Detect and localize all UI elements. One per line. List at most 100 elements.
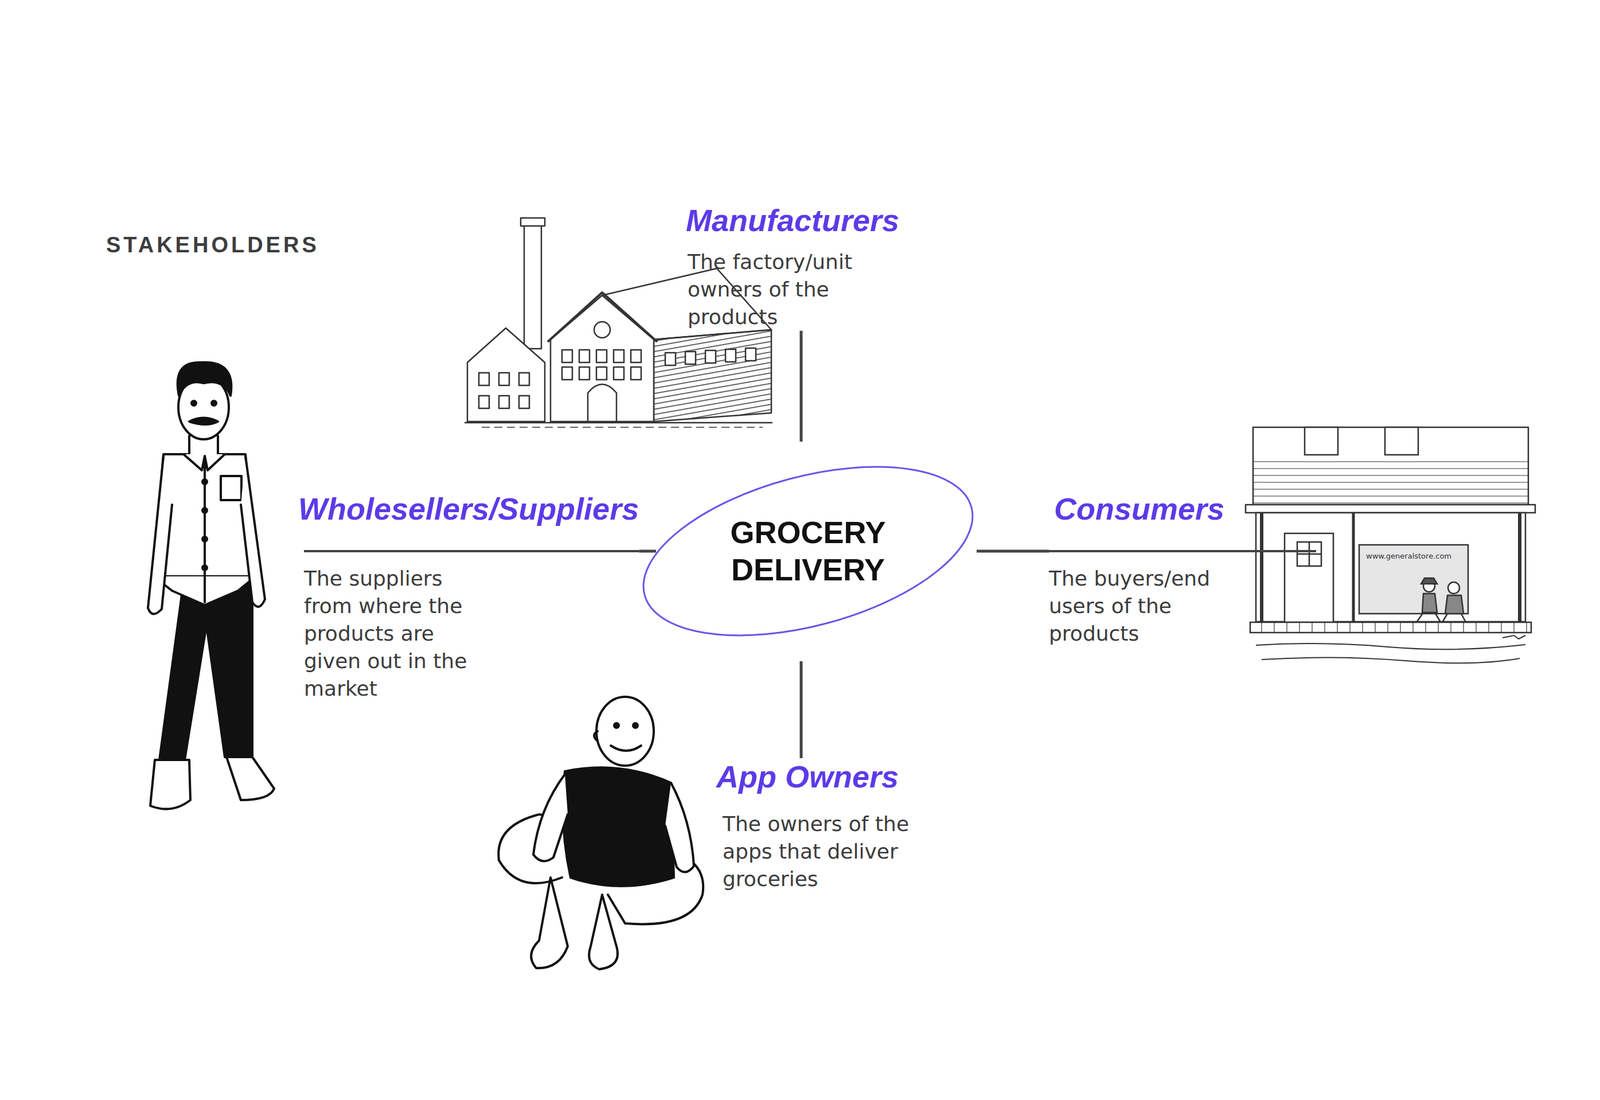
wholeseller-figure-part [220, 475, 242, 501]
seated-figures-part [1422, 593, 1438, 613]
porch-board [1298, 622, 1300, 633]
factory-window [478, 372, 490, 386]
wholeseller-figure-part [203, 458, 206, 603]
porch-board [1513, 622, 1514, 633]
store-drawing-part [1297, 553, 1322, 556]
porch-board [1475, 622, 1477, 633]
stakeholder-connector [800, 330, 803, 442]
porch-board [1412, 622, 1414, 633]
factory-window [613, 367, 624, 380]
wholeseller-figure-part [183, 454, 225, 471]
app-owner-figure-part [594, 731, 598, 741]
porch-board [1362, 622, 1363, 633]
seated-figures-part [1434, 612, 1441, 623]
seated-figures-part [1421, 578, 1438, 584]
wholeseller-figure-part [226, 756, 275, 800]
store-drawing-part [1253, 427, 1529, 505]
app-owner-figure [498, 696, 704, 970]
app-owner-figure-part [633, 723, 638, 728]
porch-board [1387, 622, 1388, 633]
factory-window [518, 372, 530, 386]
porch-board [1349, 622, 1350, 633]
center-ellipse: GROCERY DELIVERY [656, 441, 977, 662]
store-drawing-part [1259, 512, 1264, 626]
wholeseller-figure-part [202, 479, 208, 485]
stakeholder-description: The buyers/end users of the products [1048, 564, 1227, 648]
factory-window [685, 351, 696, 365]
stakeholder-heading: App Owners [716, 758, 912, 796]
store-drawing-part [1255, 643, 1526, 650]
store-drawing-part [1352, 512, 1356, 626]
store-drawing-part [1384, 427, 1419, 455]
wholeseller-figure-part [202, 536, 208, 542]
factory-window [630, 367, 642, 380]
factory-window [705, 350, 716, 364]
stakeholder-connector [800, 661, 803, 759]
factory-window [725, 349, 736, 362]
porch-board [1324, 622, 1325, 633]
store-drawing-part [1261, 657, 1520, 663]
wholeseller-figure-part [189, 435, 218, 456]
store-drawing-part [1245, 504, 1536, 513]
factory-drawing-part [550, 295, 654, 422]
stakeholder-connector [976, 549, 1049, 553]
factory-window [613, 349, 624, 363]
app-owner-figure-part [596, 696, 654, 766]
factory-drawing-part [520, 217, 545, 226]
store-drawing-part [1308, 541, 1311, 567]
siding-line [1253, 502, 1529, 503]
store-drawing-part [1250, 622, 1532, 633]
porch-board [1500, 622, 1502, 633]
factory-drawing-part [478, 348, 756, 409]
factory-window [478, 395, 490, 409]
siding-line [1253, 488, 1529, 490]
porch-board [1286, 622, 1287, 633]
connector-rule [303, 549, 639, 553]
porch-board [1261, 622, 1262, 633]
factory-drawing-part [524, 222, 542, 349]
porch-board [1462, 622, 1464, 633]
wholeseller-figure-part [202, 508, 208, 513]
ellipse-outline [625, 435, 991, 667]
wholeseller-figure [147, 362, 275, 810]
app-owner-figure-part [665, 782, 694, 873]
consumer-group: ConsumersThe buyers/end users of the pro… [1048, 490, 1317, 648]
seated-figures-part [1445, 595, 1464, 614]
seated-figures [1416, 578, 1466, 623]
factory-drawing-part [547, 292, 658, 342]
wholeseller-figure-part [202, 565, 208, 571]
stakeholder-description: The factory/unit owners of the products [687, 248, 872, 331]
porch-board [1488, 622, 1489, 633]
store-drawing-part [1284, 533, 1334, 623]
seated-figures-part [1461, 613, 1466, 623]
wholeseller-figure-part [189, 418, 218, 425]
app-owner-figure-part [498, 814, 574, 884]
wholeseller-figure-part [153, 576, 256, 606]
center-title: GROCERY DELIVERY [710, 513, 906, 589]
stakeholder-connector [638, 549, 657, 553]
siding-line [1253, 461, 1529, 462]
factory-window [498, 372, 510, 386]
factory-window [596, 349, 607, 363]
stakeholder-heading: Wholesellers/Suppliers [298, 490, 639, 528]
seated-figures-part [1416, 612, 1424, 623]
store-sign: www.generalstore.com [1366, 551, 1452, 561]
factory-drawing-part [587, 384, 617, 422]
app-owner-figure-part [563, 767, 674, 887]
siding-line [1253, 481, 1529, 483]
factory-window [630, 349, 642, 363]
siding-line [1253, 495, 1529, 497]
app-owner-group: App OwnersThe owners of the apps that de… [716, 758, 912, 893]
wholeseller-figure-part [178, 375, 229, 440]
factory-drawing-part [481, 426, 763, 428]
factory-drawing-part [653, 329, 772, 422]
store-drawing-part [1261, 622, 1527, 633]
porch-board [1336, 622, 1338, 633]
porch-board [1450, 622, 1451, 633]
factory-window [562, 349, 573, 363]
porch-board [1311, 622, 1313, 633]
factory-window [518, 395, 530, 409]
